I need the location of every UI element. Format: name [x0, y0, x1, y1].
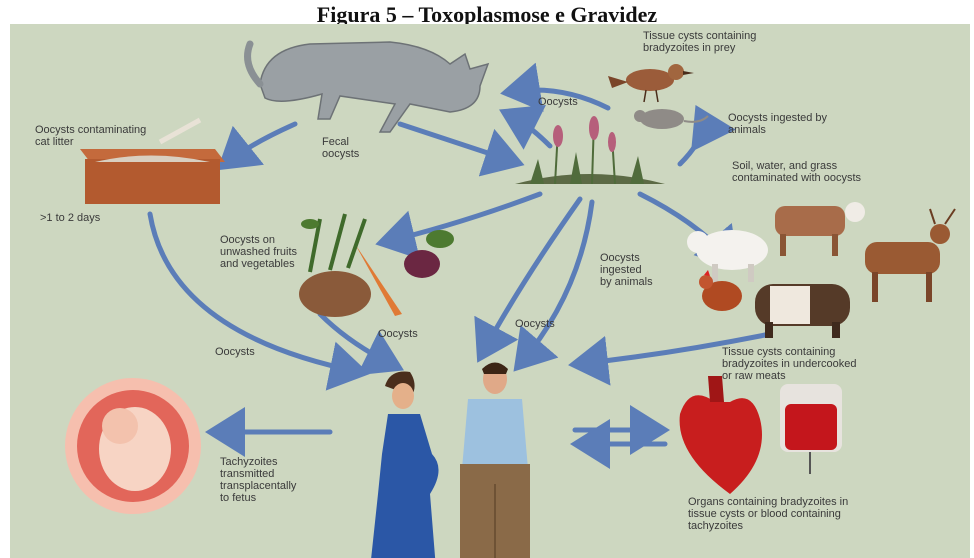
label-oocysts-ingested-mid: Oocysts ingested by animals [600, 252, 653, 288]
label-organs-blood: Organs containing bradyzoites in tissue … [688, 496, 848, 532]
label-tissue-cysts-prey: Tissue cysts containing bradyzoites in p… [643, 30, 756, 54]
sheep-icon [687, 230, 768, 282]
diagram-graphics [10, 24, 970, 558]
cow-icon [775, 202, 865, 256]
arrow-soil-to-man [482, 199, 580, 354]
pig-icon [755, 284, 850, 338]
arrow-cat-to-soil [400, 124, 515, 162]
arrow-plants-to-cat [508, 114, 550, 146]
plants-icon [515, 116, 665, 184]
bird-icon [608, 64, 694, 102]
mouse-icon [634, 109, 708, 129]
arrow-soil-to-man-2 [520, 202, 592, 364]
label-oocysts-litter: Oocysts contaminating cat litter [35, 124, 146, 148]
pregnant-woman-icon [370, 372, 439, 558]
label-fecal-oocysts: Fecal oocysts [322, 136, 359, 160]
label-one-to-two-days: >1 to 2 days [40, 212, 100, 224]
label-oocysts-ingested-top: Oocysts ingested by animals [728, 112, 827, 136]
chicken-icon [699, 270, 742, 311]
label-oocysts-center: Oocysts [515, 318, 555, 330]
label-oocysts-fruits: Oocysts on unwashed fruits and vegetable… [220, 234, 297, 270]
blood-bag-icon [780, 384, 842, 474]
label-tissue-cysts-meat: Tissue cysts containing bradyzoites in u… [722, 346, 857, 382]
cat-icon [248, 42, 488, 132]
label-soil-water-grass: Soil, water, and grass contaminated with… [732, 160, 861, 184]
fetus-icon [65, 378, 201, 514]
label-oocysts-top: Oocysts [538, 96, 578, 108]
label-oocysts-left: Oocysts [215, 346, 255, 358]
arrow-soil-to-vegetables [385, 194, 540, 242]
arrow-vegetables-to-humans [320, 314, 395, 366]
heart-icon [680, 376, 762, 494]
label-tachyzoites: Tachyzoites transmitted transplacentally… [220, 456, 296, 504]
arrow-cat-to-litter [225, 124, 295, 164]
label-oocysts-mid: Oocysts [378, 328, 418, 340]
lifecycle-diagram: Tissue cysts containing bradyzoites in p… [10, 24, 970, 558]
deer-icon [865, 209, 955, 302]
man-icon [460, 363, 530, 558]
